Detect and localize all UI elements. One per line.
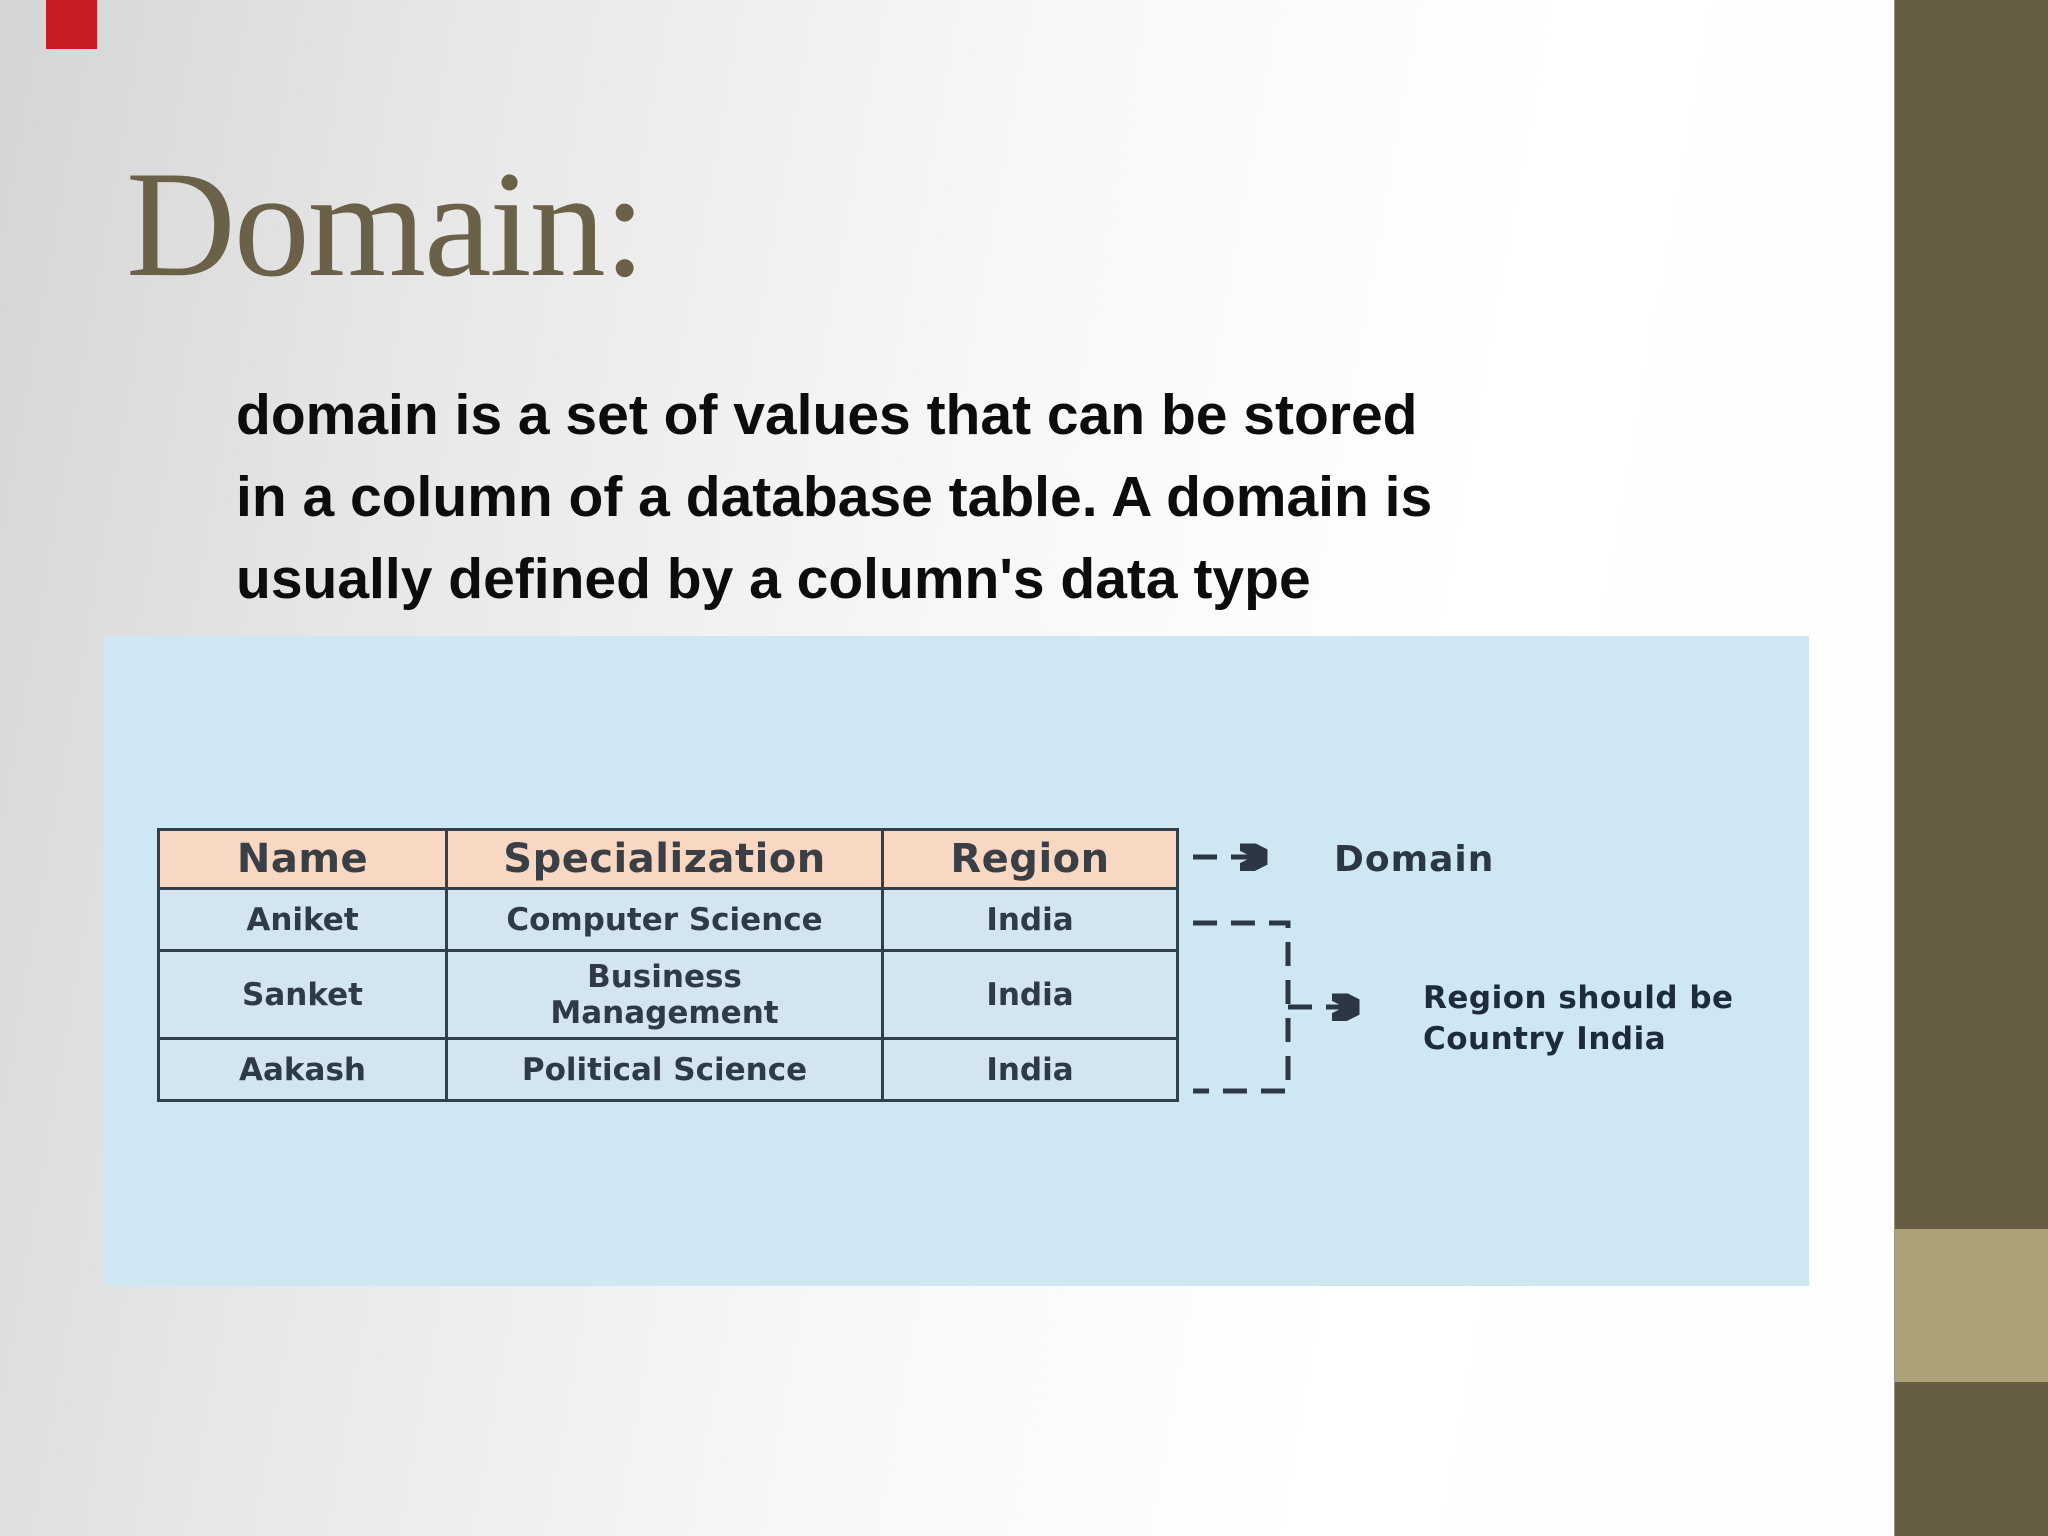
region-note-line2-prefix: Country [1423,1021,1577,1057]
table-cell: Aakash [157,1037,448,1102]
table-header-row: Name Specialization Region [157,828,1179,890]
table-cell: Aniket [157,887,448,952]
table-cell: India [881,949,1179,1040]
table-header-region: Region [881,828,1179,890]
table-cell: Computer Science [445,887,884,952]
table-cell: Sanket [157,949,448,1040]
sidebar-accent-band [1895,1229,2048,1382]
domain-diagram-panel: Name Specialization Region Aniket Comput… [104,636,1809,1286]
sidebar-decoration [1894,0,2048,1536]
connector-arrows [1193,636,1809,1094]
body-paragraph: domain is a set of values that can be st… [236,383,1433,611]
red-marker [46,0,97,49]
table-row: Aakash Political Science India [157,1037,1179,1102]
domain-annotation-label: Domain [1334,839,1495,880]
page-title: Domain: [126,140,646,308]
region-note-line1: Region should be [1423,980,1734,1016]
data-table: Name Specialization Region Aniket Comput… [157,828,1179,1102]
india-bracket [1193,920,1291,1094]
region-note-bold-word: India [1576,1021,1667,1057]
table-cell: India [881,887,1179,952]
table-row: Sanket Business Management India [157,949,1179,1040]
table-cell: Political Science [445,1037,884,1102]
region-annotation-label: Region should be Country India [1423,978,1734,1060]
table-cell: India [881,1037,1179,1102]
table-header-specialization: Specialization [445,828,884,890]
table-row: Aniket Computer Science India [157,887,1179,952]
table-cell: Business Management [445,949,884,1040]
table-header-name: Name [157,828,448,890]
